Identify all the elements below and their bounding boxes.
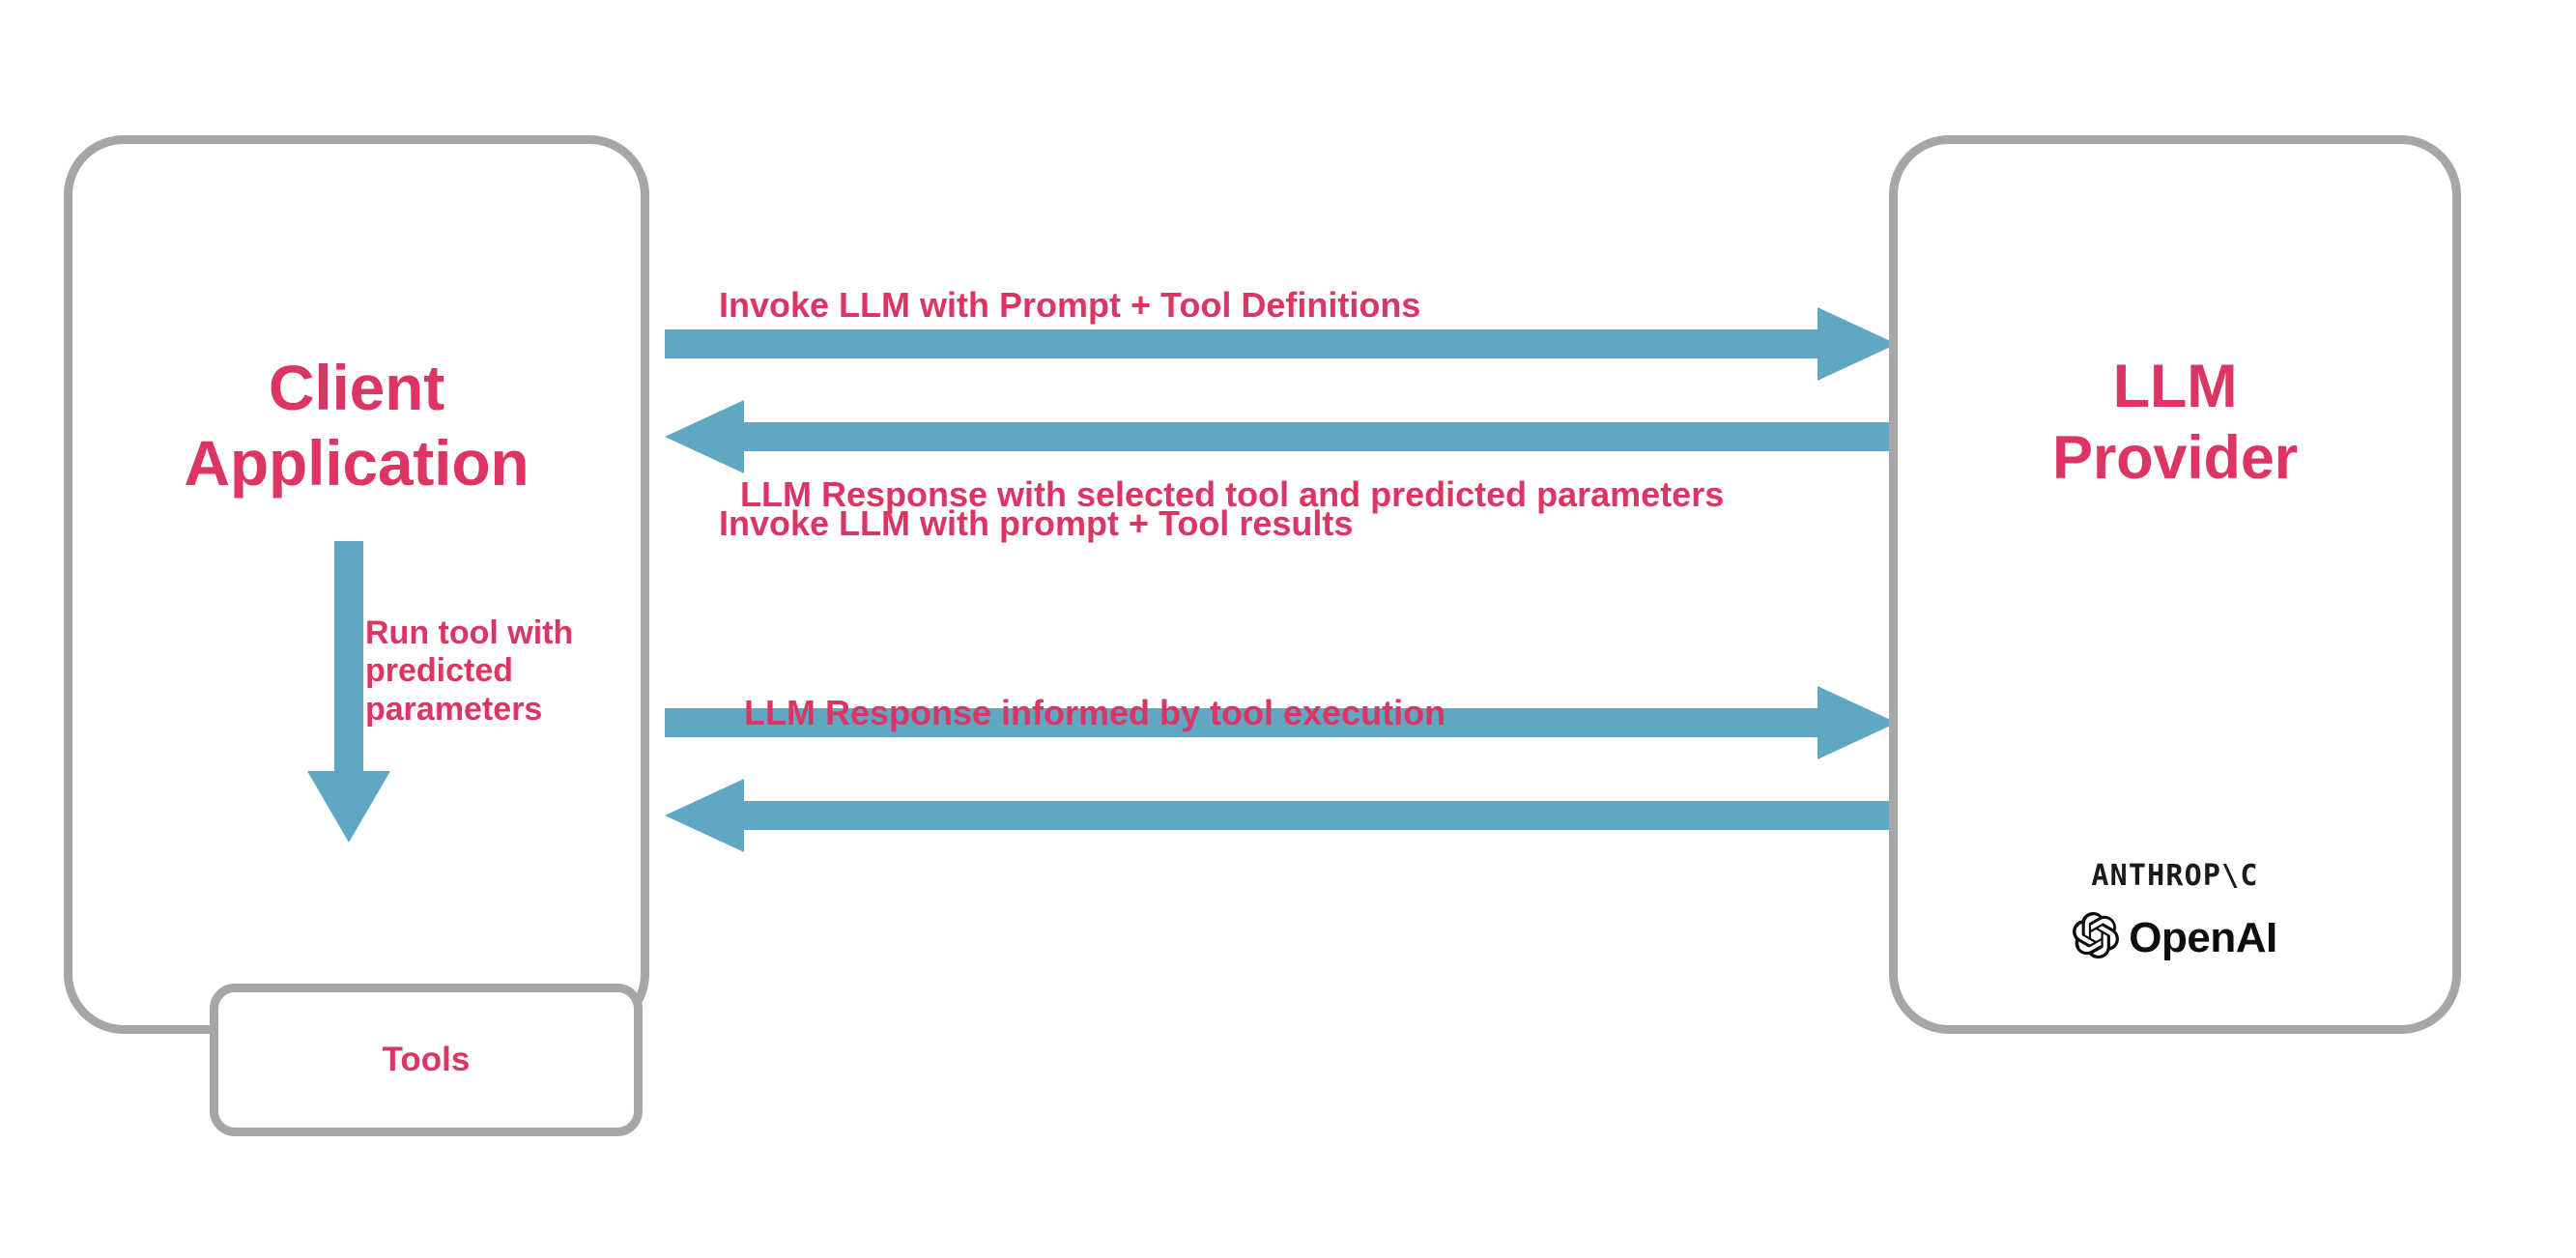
run-tool-arrow bbox=[307, 541, 390, 843]
edge-arrow-invoke-2 bbox=[665, 686, 1897, 759]
provider-title-line-1: LLM bbox=[2112, 353, 2238, 420]
run-tool-label: Run tool with predicted parameters bbox=[365, 615, 574, 728]
tools-label: Tools bbox=[382, 1041, 471, 1078]
provider-title-line-2: Provider bbox=[2052, 424, 2298, 493]
llm-provider-title: LLM Provider bbox=[1898, 351, 2452, 495]
client-title-line-2: Application bbox=[184, 426, 530, 499]
anthropic-logo: ANTHROP\C bbox=[2091, 859, 2259, 893]
openai-wordmark: OpenAI bbox=[2129, 913, 2277, 961]
edge-arrow-response-2 bbox=[665, 779, 1897, 852]
edge-label-response-1: LLM Response with selected tool and pred… bbox=[740, 474, 1725, 514]
llm-provider-box: LLM Provider ANTHROP\C OpenAI bbox=[1889, 135, 2461, 1034]
edge-label-response-2: LLM Response informed by tool execution bbox=[744, 693, 1446, 732]
tools-box: Tools bbox=[210, 984, 643, 1136]
client-application-title: Client Application bbox=[72, 351, 641, 501]
edge-label-invoke-1: Invoke LLM with Prompt + Tool Definition… bbox=[719, 285, 1421, 325]
edge-arrow-response-1 bbox=[665, 400, 1897, 473]
openai-mark-icon bbox=[2073, 911, 2120, 963]
edge-label-invoke-2: Invoke LLM with prompt + Tool results bbox=[719, 503, 1354, 543]
client-title-line-1: Client bbox=[268, 352, 445, 423]
edge-arrow-invoke-1 bbox=[665, 307, 1897, 381]
openai-logo: OpenAI bbox=[1898, 911, 2452, 963]
client-application-box: Client Application Tools bbox=[64, 135, 649, 1136]
